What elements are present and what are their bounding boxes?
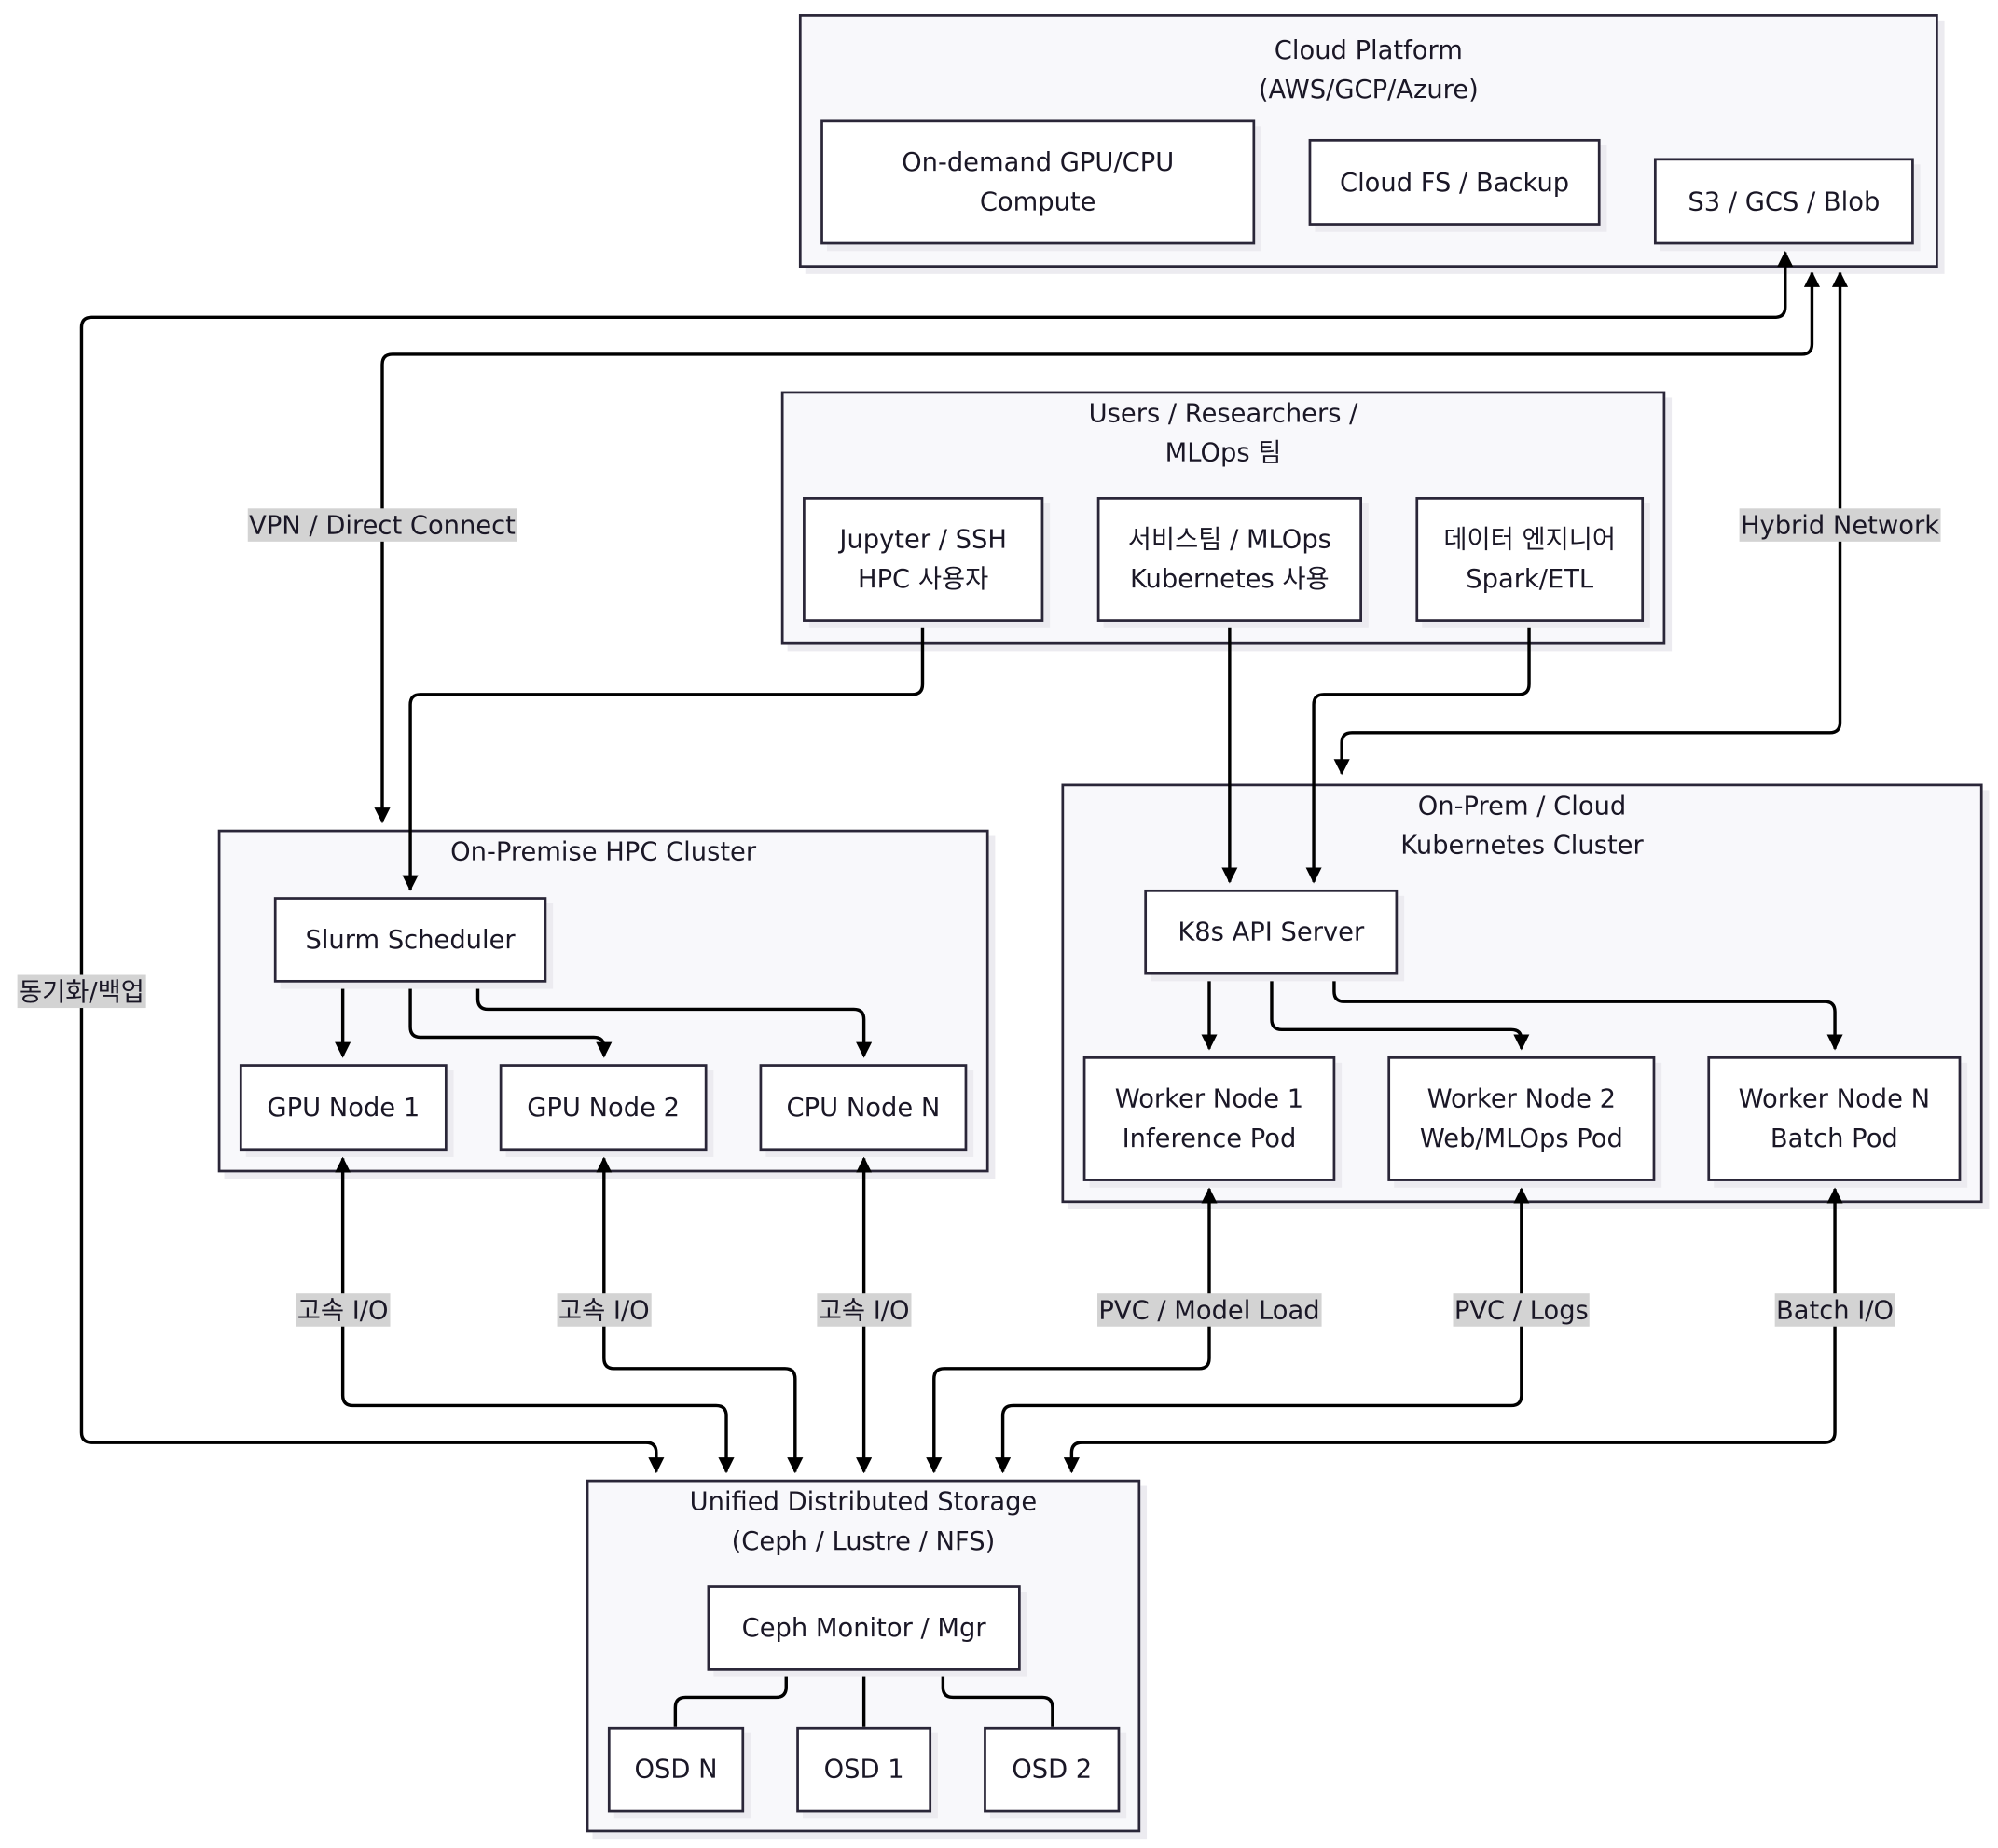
edge-label-pvc-model: PVC / Model Load [1097,1293,1321,1327]
edge-ceph-osd2 [941,1670,1054,1727]
edge-label-io-cpun: 고속 I/O [817,1293,911,1327]
worker-node-1: Worker Node 1 Inference Pod [1082,1055,1336,1181]
edge-api-workern [1332,974,1843,1051]
edge-jupyter-slurm [402,621,925,891]
object-storage-node: S3 / GCS / Blob [1653,158,1914,245]
data-engineer-node: 데이터 엔지니어 Spark/ETL [1415,497,1645,622]
osd-1-node: OSD 1 [796,1726,932,1813]
edge-label-sync: 동기화/백업 [17,974,146,1009]
osd-n-node: OSD N [607,1726,745,1813]
jupyter-user-node: Jupyter / SSH HPC 사용자 [803,497,1044,622]
edge-label-pvc-logs: PVC / Logs [1453,1293,1591,1327]
k8s-api-server-node: K8s API Server [1144,889,1399,975]
edge-workern-storage [1063,1187,1843,1474]
edge-dataeng-k8s [1305,621,1531,884]
cloud-fs-node: Cloud FS / Backup [1308,138,1601,226]
edge-worker2-storage [995,1187,1530,1474]
edge-hybrid [1333,270,1849,776]
cluster-title: Unified Distributed Storage (Ceph / Lust… [689,1485,1038,1556]
ceph-monitor-node: Ceph Monitor / Mgr [707,1585,1021,1671]
edge-label-io-gpu2: 고속 I/O [557,1293,652,1327]
worker-node-n: Worker Node N Batch Pod [1707,1055,1962,1181]
service-team-node: 서비스팀 / MLOps Kubernetes 사용 [1096,497,1363,622]
cluster-title: Cloud Platform (AWS/GCP/Azure) [1258,34,1479,105]
edge-gpu1-storage [335,1156,735,1474]
edge-gpu2-storage [596,1156,804,1474]
edge-label-batch-io: Batch I/O [1774,1293,1895,1327]
gpu-node-1: GPU Node 1 [239,1064,448,1152]
edge-ceph-osdn [673,1670,788,1727]
gpu-node-2: GPU Node 2 [499,1064,708,1152]
edge-label-vpn: VPN / Direct Connect [247,508,517,542]
edge-label-hybrid: Hybrid Network [1739,508,1941,542]
edge-api-worker2 [1270,974,1530,1051]
edge-worker1-storage [926,1187,1218,1474]
worker-node-2: Worker Node 2 Web/MLOps Pod [1387,1055,1656,1181]
cpu-node-n: CPU Node N [759,1064,968,1152]
edge-label-io-gpu1: 고속 I/O [296,1293,390,1327]
edge-slurm-gpu2 [408,982,613,1058]
osd-2-node: OSD 2 [984,1726,1121,1813]
slurm-scheduler-node: Slurm Scheduler [273,897,547,983]
edge-sync-backup [79,250,1794,1474]
edge-slurm-cpun [475,982,873,1058]
gpu-compute-node: On-demand GPU/CPU Compute [820,119,1256,245]
